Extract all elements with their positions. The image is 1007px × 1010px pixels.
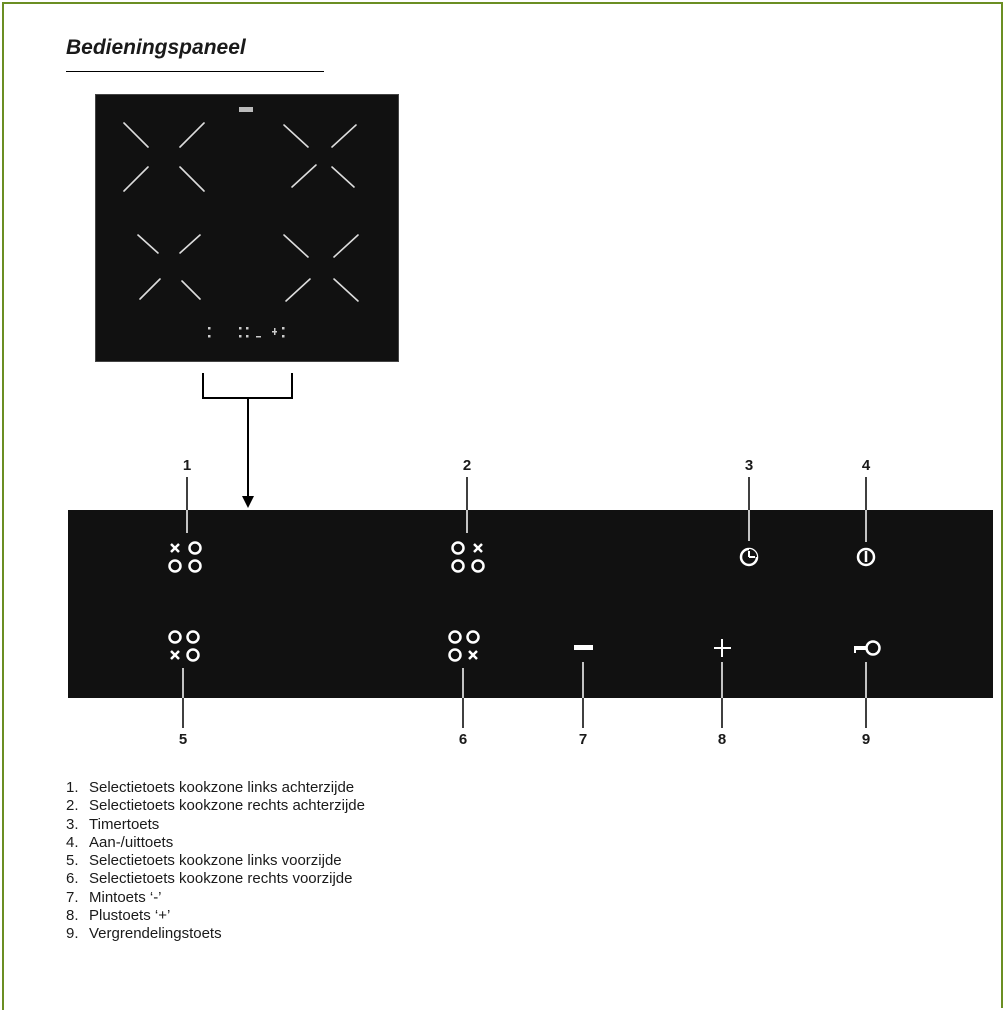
hob-drawing [123, 107, 359, 338]
brand-logo [239, 107, 253, 112]
callout-2: 2 [462, 457, 472, 474]
legend-item: 2.Selectietoets kookzone rechts achterzi… [66, 797, 365, 815]
hob-top-view [95, 94, 399, 362]
callout-5: 5 [178, 731, 188, 748]
zoom-bracket-arrow [202, 373, 293, 508]
legend-item: 8.Plustoets ‘+’ [66, 907, 171, 925]
control-panel [68, 510, 993, 698]
zone-front-right-marks [283, 234, 359, 302]
legend-item: 5.Selectietoets kookzone links voorzijde [66, 852, 342, 870]
legend-item: 3.Timertoets [66, 815, 160, 833]
callout-1: 1 [182, 457, 192, 474]
callout-6: 6 [458, 731, 468, 748]
title-underline [66, 71, 324, 72]
section-title: Bedieningspaneel [66, 36, 246, 59]
zone-rear-right-marks [283, 124, 357, 188]
callout-7: 7 [578, 731, 588, 748]
legend-item: 6.Selectietoets kookzone rechts voorzijd… [66, 870, 353, 888]
legend-list: 1.Selectietoets kookzone links achterzij… [66, 779, 365, 944]
callout-9: 9 [861, 731, 871, 748]
callout-4: 4 [861, 457, 871, 474]
legend-item: 4.Aan-/uittoets [66, 833, 174, 851]
legend-item: 1.Selectietoets kookzone links achterzij… [66, 779, 355, 796]
hob-control-dots [208, 327, 285, 338]
callout-8: 8 [717, 731, 727, 748]
callout-3: 3 [744, 457, 754, 474]
legend-item: 7.Mintoets ‘-’ [66, 888, 162, 906]
legend-item: 9.Vergrendelingstoets [66, 925, 222, 943]
zone-rear-left-marks [123, 122, 205, 192]
frame-edge [2, 1000, 4, 1010]
zone-front-left-marks [137, 234, 201, 300]
